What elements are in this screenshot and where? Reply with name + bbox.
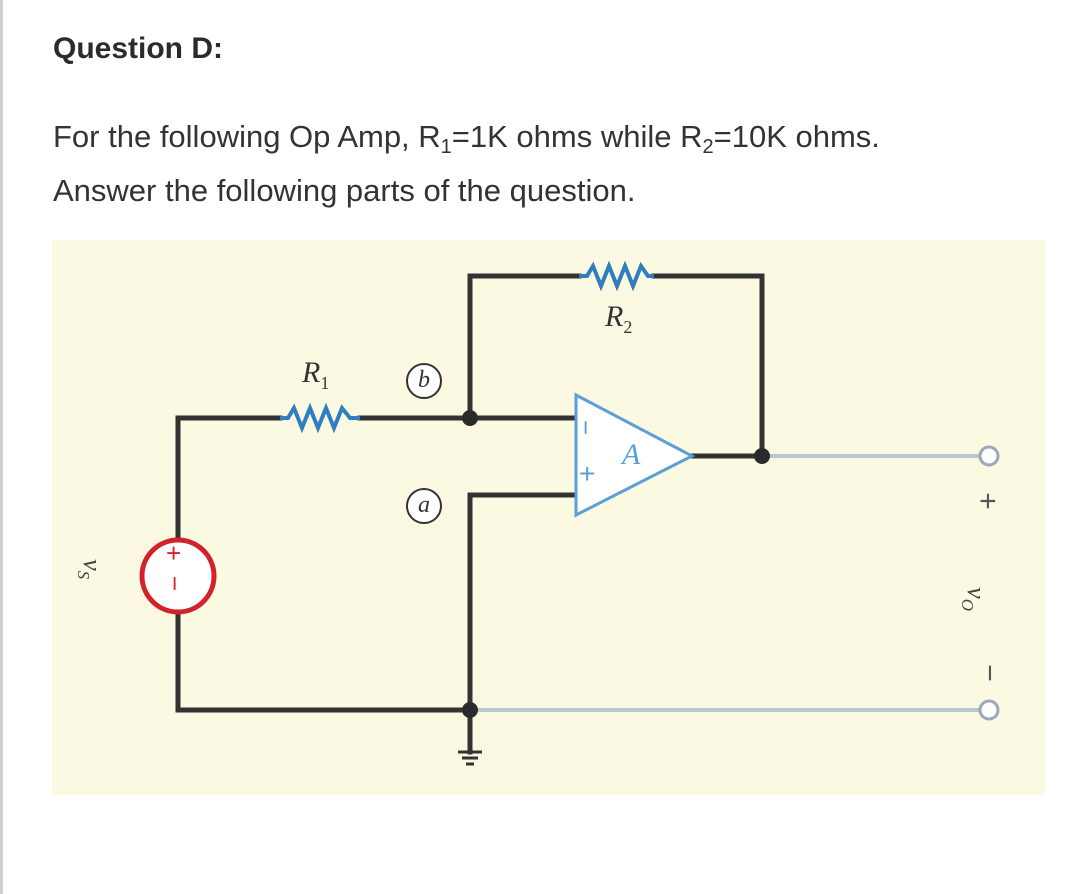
output-label-sub: O [957, 598, 977, 612]
question-heading: Question D: [53, 32, 223, 65]
ground-symbol [458, 750, 482, 766]
question-text: For the following Op Amp, R1=1K ohms whi… [53, 110, 1063, 218]
r2-label: R2 [605, 300, 632, 338]
source-letter: v [78, 559, 108, 571]
opamp-gain-label: A [622, 438, 641, 471]
node-b-badge: b [406, 363, 442, 399]
left-border [0, 0, 3, 894]
junction-ground [462, 702, 478, 718]
output-minus-sign: − [972, 664, 1006, 682]
source-label-sub: S [73, 570, 93, 580]
source-label: vS [73, 559, 107, 579]
source-plus-sign: + [166, 538, 182, 568]
r2-subscript: 2 [702, 136, 714, 158]
node-a-badge: a [406, 488, 442, 524]
source-minus-sign: − [160, 575, 191, 592]
wire-feedback-right [651, 273, 765, 459]
r2-resistor-icon [579, 260, 654, 292]
r1-label: R1 [302, 356, 329, 394]
wire-feedback-left [467, 273, 582, 421]
output-plus-sign: + [970, 492, 1004, 510]
circuit-diagram [52, 240, 1045, 795]
voltage-source-icon [139, 537, 217, 615]
junction-output [754, 448, 770, 464]
r2-label-sub: 2 [623, 317, 633, 337]
junction-node-b [462, 410, 478, 426]
r1-subscript: 1 [440, 136, 452, 158]
node-b-letter: b [418, 367, 430, 393]
r1-resistor-icon [280, 402, 360, 434]
node-a-letter: a [418, 492, 430, 518]
figure-background [52, 240, 1045, 795]
question-line-1: For the following Op Amp, R1=1K ohms whi… [53, 110, 1063, 164]
wire-bottom-return [175, 607, 473, 713]
output-label: vO [957, 587, 991, 611]
opamp-minus-sign: − [571, 419, 602, 436]
line1-mid: =1K ohms while R [451, 119, 703, 154]
r2-letter: R [605, 300, 624, 333]
line1-prefix: For the following Op Amp, R [53, 119, 441, 154]
output-letter: v [962, 587, 992, 599]
output-terminal-top [978, 445, 1000, 467]
output-terminal-bottom [978, 699, 1000, 721]
op-amp-circuit-figure: R1 R2 b a − + A + − vS + vO − [52, 240, 1045, 795]
r1-label-sub: 1 [320, 373, 330, 393]
opamp-triangle-icon [574, 392, 696, 518]
line1-suffix: =10K ohms. [713, 119, 880, 154]
wire-source-to-r1 [175, 415, 283, 553]
output-wires [470, 454, 982, 712]
junction-dots [462, 410, 770, 718]
opamp-plus-sign: + [579, 458, 596, 489]
wire-noninverting-input [467, 492, 575, 713]
question-line-2: Answer the following parts of the questi… [53, 173, 636, 208]
r1-letter: R [302, 356, 321, 389]
